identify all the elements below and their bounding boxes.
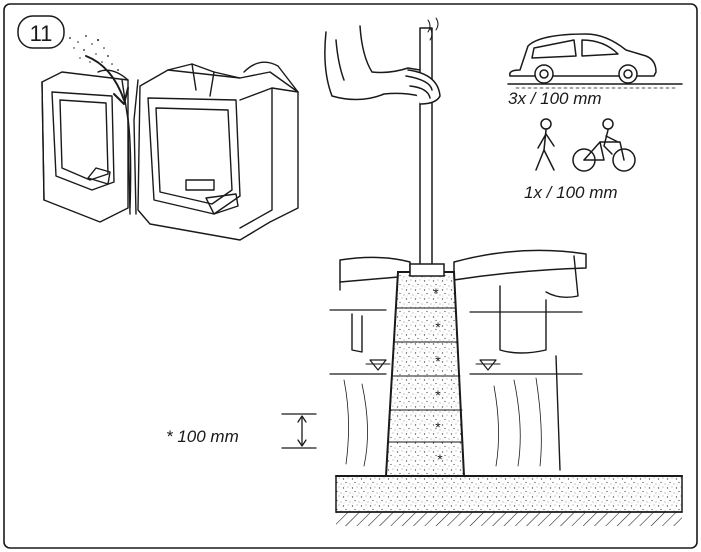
layer-thickness-label: * 100 mm: [166, 427, 239, 446]
pedestrian-traffic-label: 1x / 100 mm: [524, 183, 618, 202]
layer-marker: *: [435, 419, 441, 435]
step-number: 11: [30, 21, 53, 46]
dimension-marker: [281, 413, 317, 449]
hand-with-rod: [324, 17, 441, 271]
layer-marker: *: [435, 387, 441, 403]
step-badge: 11: [17, 15, 65, 49]
pedestrian-cyclist-icon: [535, 118, 636, 172]
layer-marker: *: [433, 285, 439, 301]
subsoil-hatch: [336, 512, 682, 526]
layer-markers: * * * * * *: [433, 285, 443, 467]
joint-filling-illustration: [41, 55, 299, 241]
layer-marker: *: [435, 353, 441, 369]
fill-spray-dots: [69, 35, 119, 71]
car-icon: [507, 33, 683, 89]
car-traffic-label: 3x / 100 mm: [508, 89, 602, 108]
layer-marker: *: [437, 451, 443, 467]
pavement-cross-section: [329, 249, 683, 526]
layer-marker: *: [435, 319, 441, 335]
filled-joint: [384, 271, 466, 477]
base-layer: [335, 475, 683, 513]
